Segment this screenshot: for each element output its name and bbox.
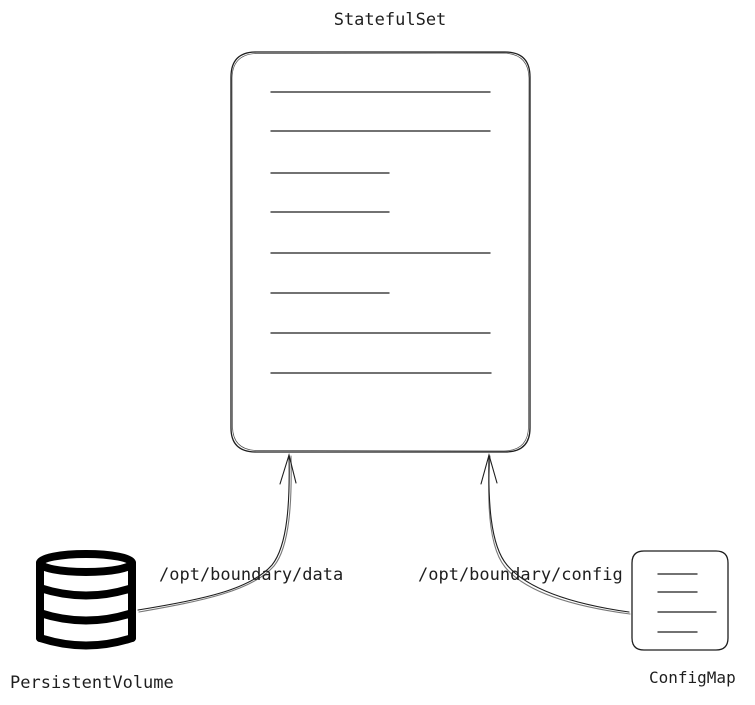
- config-map-label: ConfigMap: [649, 668, 736, 687]
- edge-config-label: /opt/boundary/config: [418, 565, 623, 585]
- persistent-volume-label: PersistentVolume: [10, 673, 174, 693]
- edge-data-arrow: [137, 452, 297, 613]
- database-icon[interactable]: [36, 550, 136, 650]
- edge-data-label: /opt/boundary/data: [159, 565, 344, 585]
- statefulset-content-lines: [270, 91, 492, 374]
- statefulset-node[interactable]: [230, 51, 531, 453]
- statefulset-title: StatefulSet: [333, 10, 447, 30]
- document-icon[interactable]: [631, 550, 729, 651]
- edge-config-arrow: [480, 452, 631, 615]
